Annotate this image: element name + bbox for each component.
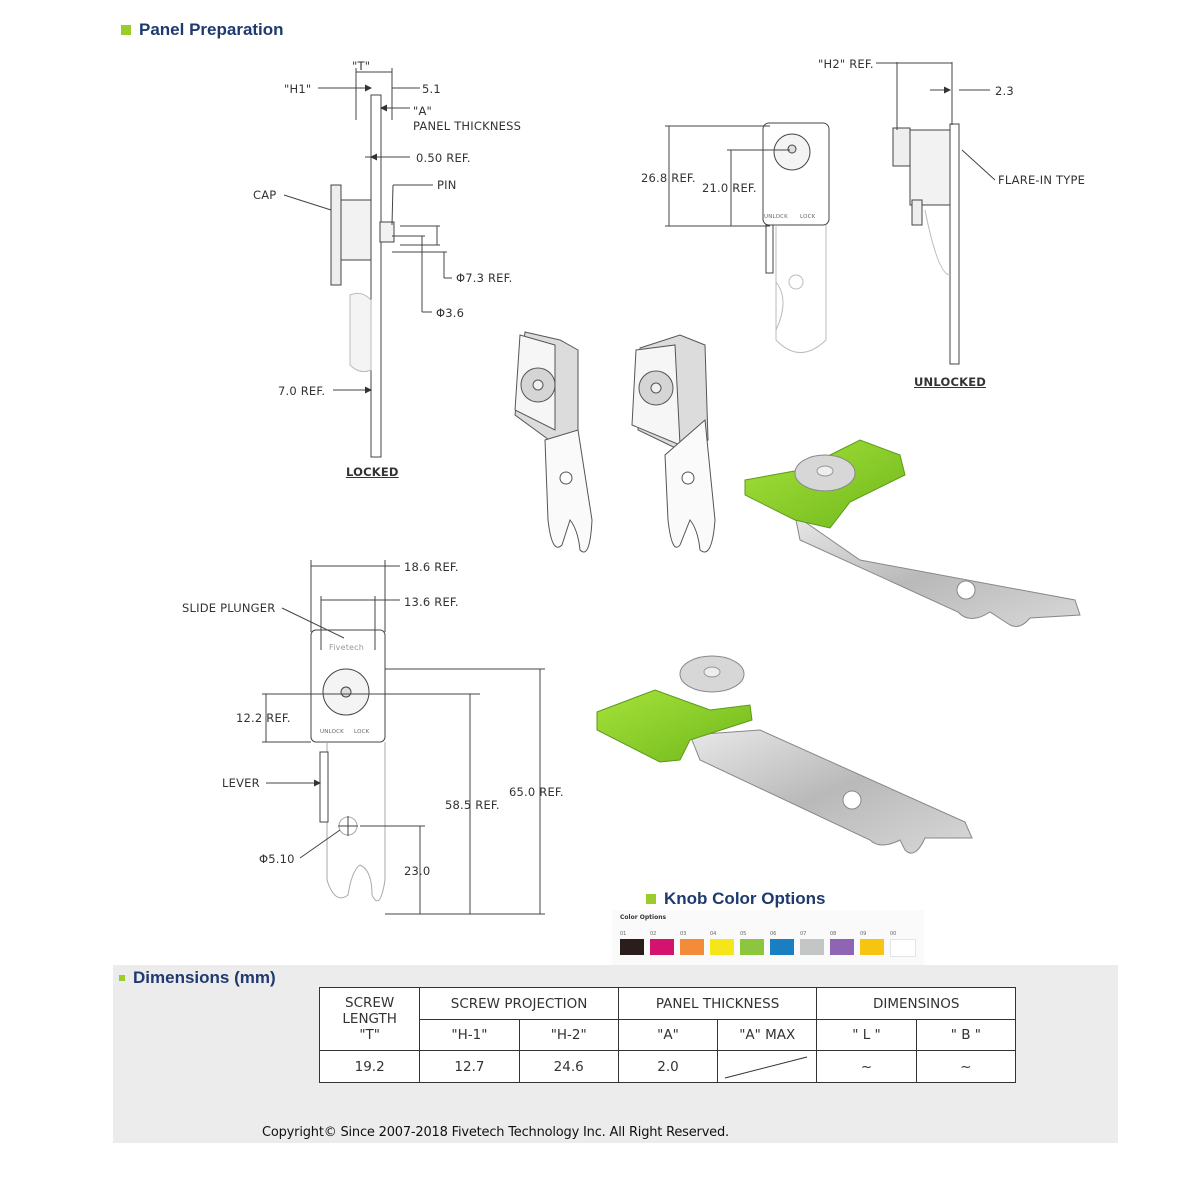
header-screw-projection: SCREW PROJECTION: [419, 987, 619, 1020]
section-title-panel-preparation: Panel Preparation: [121, 20, 284, 40]
header-b: " B ": [915, 1019, 1017, 1051]
section-title-text: Dimensions (mm): [133, 968, 276, 987]
header-screw-length: SCREW LENGTH "T": [318, 987, 421, 1051]
swatch-code: 08: [830, 931, 837, 937]
label-slide-plunger: SLIDE PLUNGER: [182, 601, 276, 615]
color-swatch: [890, 939, 916, 957]
header-l: " L ": [816, 1019, 917, 1051]
label-0-50-ref: 0.50 REF.: [416, 151, 471, 165]
swatch-code: 02: [650, 931, 657, 937]
section-title-text: Knob Color Options: [664, 889, 826, 908]
green-latch-render-bottom: [596, 655, 973, 854]
label-7-0-ref: 7.0 REF.: [278, 384, 326, 398]
unlocked-side-view: [876, 62, 996, 365]
swatch-code: 05: [740, 931, 747, 937]
label-pin: PIN: [437, 178, 457, 192]
color-swatch: [860, 939, 884, 955]
header-h2: "H-2": [518, 1019, 619, 1051]
locked-side-view: [283, 68, 452, 458]
label-lock: LOCK: [354, 729, 370, 735]
label-h1: "H1": [284, 82, 312, 96]
label-t: "T": [352, 59, 371, 73]
label-7-3-ref: Φ7.3 REF.: [456, 271, 513, 285]
color-swatch: [680, 939, 704, 955]
color-swatch: [710, 939, 734, 955]
label-cap: CAP: [253, 188, 277, 202]
label-lock-top: LOCK: [800, 214, 816, 220]
cell-t: 19.2: [318, 1050, 421, 1083]
swatch-code: 03: [680, 931, 687, 937]
label-fivetech-logo: Fivetech: [329, 643, 365, 652]
label-18-6-ref: 18.6 REF.: [404, 560, 459, 574]
color-options-title: Color Options: [620, 914, 667, 921]
label-a: "A": [413, 104, 433, 118]
color-swatch: [770, 939, 794, 955]
diagonal-slash: [724, 1056, 808, 1079]
cell-h1: 12.7: [419, 1050, 520, 1083]
label-23-0: 23.0: [404, 864, 431, 878]
label-65-0-ref: 65.0 REF.: [509, 785, 564, 799]
label-flare-in-type: FLARE-IN TYPE: [998, 173, 1086, 187]
header-a-max: "A" MAX: [717, 1019, 818, 1051]
cell-a-max: [717, 1050, 818, 1083]
section-title-knob-color-options: Knob Color Options: [646, 889, 825, 909]
bullet-icon: [119, 975, 125, 981]
label-unlocked: UNLOCKED: [914, 375, 987, 389]
swatch-code: 06: [770, 931, 777, 937]
swatch-code: 04: [710, 931, 717, 937]
label-5-10: Φ5.10: [259, 852, 295, 866]
latch-perspective-left: [514, 331, 593, 553]
green-latch-render-top: [744, 439, 1081, 627]
cell-a: 2.0: [617, 1050, 719, 1083]
cell-l: ~: [816, 1050, 917, 1083]
label-unlock: UNLOCK: [320, 729, 344, 735]
unlocked-front-view: [665, 122, 830, 353]
swatch-code: 01: [620, 931, 627, 937]
section-title-text: Panel Preparation: [139, 20, 284, 39]
cell-b: ~: [915, 1050, 1017, 1083]
cell-h2: 24.6: [518, 1050, 619, 1083]
label-unlock-top: UNLOCK: [764, 214, 788, 220]
swatch-code: 00: [890, 931, 897, 937]
header-h1: "H-1": [419, 1019, 520, 1051]
label-locked: LOCKED: [346, 465, 399, 479]
label-5-1: 5.1: [422, 82, 441, 96]
section-title-dimensions: Dimensions (mm): [119, 968, 276, 988]
dimensions-table: SCREW LENGTH "T" SCREW PROJECTION PANEL …: [318, 987, 1017, 1083]
color-swatch: [830, 939, 854, 955]
label-panel-thickness: PANEL THICKNESS: [413, 119, 522, 133]
label-21-0-ref: 21.0 REF.: [702, 181, 757, 195]
bullet-icon: [121, 25, 131, 35]
label-12-2-ref: 12.2 REF.: [236, 711, 291, 725]
color-swatch: [620, 939, 644, 955]
latch-perspective-right: [631, 334, 716, 553]
label-58-5-ref: 58.5 REF.: [445, 798, 500, 812]
copyright-text: Copyright© Since 2007-2018 Fivetech Tech…: [262, 1125, 729, 1140]
swatch-code: 07: [800, 931, 807, 937]
label-h2-ref: "H2" REF.: [818, 57, 874, 71]
front-view-dimensions: [262, 560, 545, 915]
label-26-8-ref: 26.8 REF.: [641, 171, 696, 185]
knob-color-swatches: Color Options 01 02 03 04 05 06 07 08 09 00: [612, 910, 924, 966]
color-swatch: [800, 939, 824, 955]
label-13-6-ref: 13.6 REF.: [404, 595, 459, 609]
header-a: "A": [617, 1019, 719, 1051]
bullet-icon: [646, 894, 656, 904]
header-panel-thickness: PANEL THICKNESS: [617, 987, 818, 1020]
swatch-code: 09: [860, 931, 867, 937]
color-swatch: [650, 939, 674, 955]
label-lever: LEVER: [222, 776, 260, 790]
label-3-6: Φ3.6: [436, 306, 465, 320]
color-swatch: [740, 939, 764, 955]
label-2-3: 2.3: [995, 84, 1014, 98]
header-dimensinos: DIMENSINOS: [816, 987, 1016, 1020]
